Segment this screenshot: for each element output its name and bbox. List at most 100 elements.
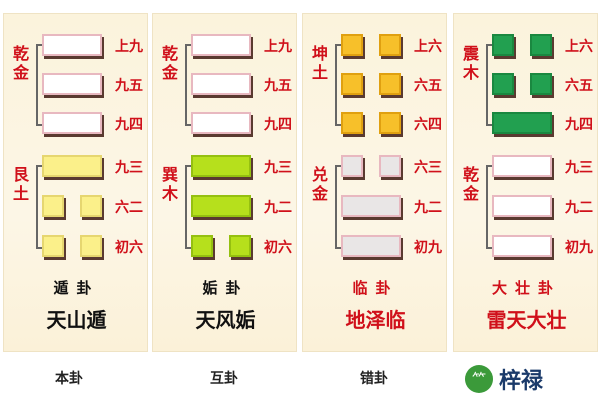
lower-trigram-bracket (185, 165, 193, 249)
line-segment (191, 195, 251, 217)
yang-line (492, 235, 552, 257)
hexagram-panel: 震木乾金 上六六五九四九三九二初九大壮卦雷天大壮 (453, 13, 598, 352)
yin-line (341, 34, 401, 56)
yao-label: 九四 (264, 117, 292, 133)
upper-trigram-bracket (36, 44, 44, 126)
yin-line (42, 195, 102, 217)
yang-line (191, 112, 251, 134)
upper-trigram-bracket (335, 44, 343, 126)
yao-label: 九二 (264, 200, 292, 216)
yang-line (492, 155, 552, 177)
line-segment (492, 195, 552, 217)
yao-label: 上九 (115, 39, 143, 55)
upper-trigram-bracket (185, 44, 193, 126)
panel-caption: 错卦 (360, 371, 388, 387)
line-segment (492, 34, 514, 56)
yao-label: 初六 (115, 240, 143, 256)
line-segment (341, 155, 363, 177)
line-segment (80, 235, 102, 257)
hexagram-panel: 乾金艮土上九九五九四九三六二初六遁卦天山遁 (3, 13, 148, 352)
line-segment (42, 155, 102, 177)
yao-label: 九三 (565, 160, 593, 176)
upper-trigram-label: 震木 (462, 44, 479, 82)
gua-name: 姤卦 (202, 279, 249, 297)
gua-name: 大壮卦 (491, 279, 561, 297)
upper-trigram-label: 坤土 (311, 44, 328, 82)
yao-label: 九五 (115, 78, 143, 94)
line-segment (191, 235, 213, 257)
yin-line (341, 155, 401, 177)
gua-full-name: 天山遁 (46, 308, 107, 332)
yang-line (492, 195, 552, 217)
line-segment (492, 73, 514, 95)
yang-line (191, 73, 251, 95)
line-segment (191, 112, 251, 134)
line-segment (42, 235, 64, 257)
yang-line (42, 34, 102, 56)
line-segment (191, 73, 251, 95)
line-segment (341, 112, 363, 134)
line-segment (492, 235, 552, 257)
yang-line (191, 34, 251, 56)
yao-label: 九四 (115, 117, 143, 133)
logo: ⺮ 梓禄 (465, 363, 543, 395)
line-segment (379, 112, 401, 134)
yao-label: 上六 (414, 39, 442, 55)
yao-label: 九三 (264, 160, 292, 176)
line-segment (42, 195, 64, 217)
line-segment (492, 155, 552, 177)
yang-line (42, 112, 102, 134)
line-segment (341, 34, 363, 56)
yang-line (341, 195, 401, 217)
yao-label: 六二 (115, 200, 143, 216)
yao-label: 上九 (264, 39, 292, 55)
line-segment (341, 195, 401, 217)
line-segment (492, 112, 552, 134)
yin-line (492, 34, 552, 56)
line-segment (229, 235, 251, 257)
yao-label: 初九 (565, 240, 593, 256)
yang-line (42, 73, 102, 95)
yin-line (341, 73, 401, 95)
yin-line (492, 73, 552, 95)
panel-caption: 本卦 (55, 371, 83, 387)
yang-line (191, 195, 251, 217)
yang-line (341, 235, 401, 257)
bamboo-logo-icon: ⺮ (465, 365, 493, 393)
lower-trigram-label: 兑金 (311, 165, 328, 203)
yin-line (42, 235, 102, 257)
line-segment (191, 34, 251, 56)
panel-caption: 互卦 (210, 371, 238, 387)
upper-trigram-label: 乾金 (161, 44, 178, 82)
yao-label: 六三 (414, 160, 442, 176)
yang-line (191, 155, 251, 177)
yao-label: 初六 (264, 240, 292, 256)
yao-label: 九三 (115, 160, 143, 176)
gua-name: 临卦 (352, 279, 399, 297)
line-segment (379, 73, 401, 95)
yang-line (42, 155, 102, 177)
lower-trigram-label: 乾金 (462, 165, 479, 203)
upper-trigram-bracket (486, 44, 494, 126)
yao-label: 六四 (414, 117, 442, 133)
line-segment (530, 73, 552, 95)
line-segment (530, 34, 552, 56)
yao-label: 九二 (565, 200, 593, 216)
yao-label: 六五 (565, 78, 593, 94)
hexagram-panel: 坤土兑金上六六五六四六三九二初九临卦地泽临 (302, 13, 447, 352)
yao-label: 六五 (414, 78, 442, 94)
gua-name: 遁卦 (53, 279, 100, 297)
logo-text: 梓禄 (499, 369, 544, 394)
upper-trigram-label: 乾金 (12, 44, 29, 82)
line-segment (80, 195, 102, 217)
yao-label: 九四 (565, 117, 593, 133)
gua-full-name: 地泽临 (345, 308, 406, 332)
lower-trigram-label: 巽木 (161, 165, 178, 203)
line-segment (379, 34, 401, 56)
lower-trigram-bracket (486, 165, 494, 249)
gua-full-name: 雷天大壮 (486, 308, 567, 332)
yin-line (191, 235, 251, 257)
line-segment (42, 112, 102, 134)
yao-label: 上六 (565, 39, 593, 55)
lower-trigram-bracket (36, 165, 44, 249)
